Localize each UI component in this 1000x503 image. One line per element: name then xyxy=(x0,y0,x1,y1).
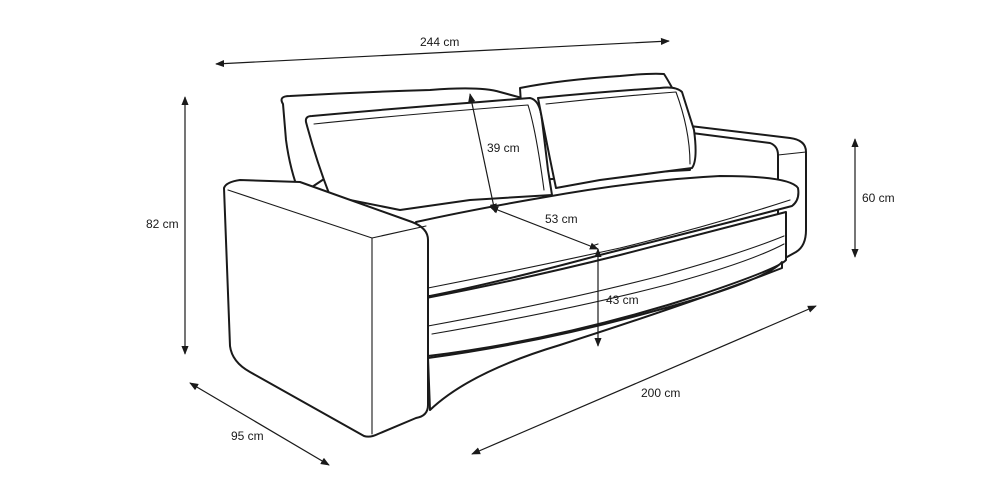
seat-cushion xyxy=(415,175,800,297)
left-arm xyxy=(223,179,429,438)
dim-line-seat-depth xyxy=(489,206,599,250)
label-overall-height: 82 cm xyxy=(146,217,179,231)
sofa-illustration xyxy=(223,72,807,438)
dimension-lines xyxy=(181,37,859,466)
label-depth: 95 cm xyxy=(231,429,264,443)
label-arm-height: 60 cm xyxy=(862,191,895,205)
dim-line-back-cushion xyxy=(468,93,497,213)
label-back-cushion-height: 39 cm xyxy=(487,141,520,155)
dim-line-depth xyxy=(189,382,330,466)
label-seat-height: 43 cm xyxy=(606,293,639,307)
label-overall-width: 244 cm xyxy=(420,35,459,49)
label-seat-width: 200 cm xyxy=(641,386,680,400)
label-seat-depth: 53 cm xyxy=(545,212,578,226)
dim-line-overall-width xyxy=(215,37,670,68)
dim-line-seat-width xyxy=(471,305,817,455)
dimension-labels: 244 cm 82 cm 95 cm 200 cm 60 cm 39 cm 53… xyxy=(146,35,895,443)
back-cushion-right-front xyxy=(537,86,697,189)
